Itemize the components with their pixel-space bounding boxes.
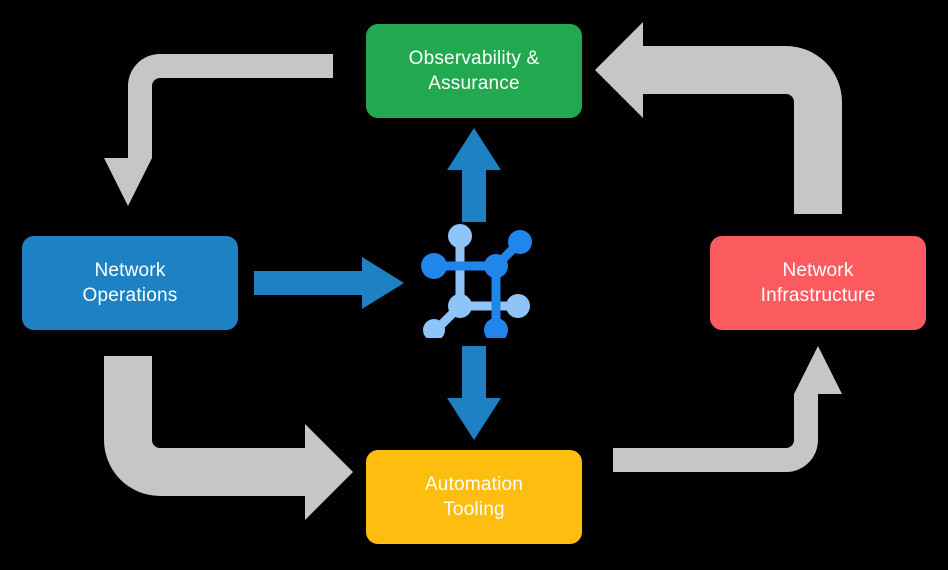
gray-arrow-infrastructure-to-observability [595, 22, 842, 214]
blue-arrow-operations-to-center [254, 257, 404, 309]
gray-arrow-automation-to-infrastructure [613, 346, 842, 472]
blue-arrow-center-to-automation [447, 346, 501, 440]
gray-arrow-observability-to-operations [104, 54, 333, 206]
node-box-observability[interactable]: Observability & Assurance [366, 24, 582, 118]
gray-arrow-operations-to-automation [104, 356, 353, 520]
blue-arrow-center-to-observability [447, 128, 501, 222]
network-icon-dark-nodes [421, 230, 532, 338]
network-icon-light-nodes [423, 224, 530, 338]
network-topology-icon [421, 224, 532, 338]
node-box-network-operations[interactable]: Network Operations [22, 236, 238, 330]
node-box-automation-tooling[interactable]: Automation Tooling [366, 450, 582, 544]
node-box-network-infrastructure[interactable]: Network Infrastructure [710, 236, 926, 330]
